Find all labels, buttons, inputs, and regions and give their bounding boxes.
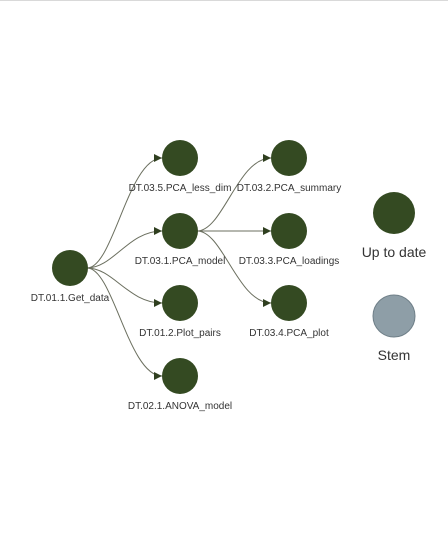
node-pca_less_dim[interactable]: DT.03.5.PCA_less_dim [129, 140, 232, 194]
edge-get_data-to-anova_model [87, 267, 163, 380]
node-label-pca_loadings: DT.03.3.PCA_loadings [239, 256, 340, 267]
node-label-pca_model: DT.03.1.PCA_model [135, 256, 226, 267]
node-circle-pca_summary[interactable] [271, 140, 307, 176]
edge-pca_model-to-pca_plot [197, 230, 272, 307]
node-pca_summary[interactable]: DT.03.2.PCA_summary [237, 140, 341, 194]
edge-get_data-to-pca_model [87, 227, 163, 269]
legend-label-up-to-date: Up to date [362, 244, 427, 260]
node-circle-anova_model[interactable] [162, 358, 198, 394]
node-circle-plot_pairs[interactable] [162, 285, 198, 321]
edges-layer [87, 154, 272, 380]
edge-pca_model-to-pca_summary [197, 154, 272, 232]
node-circle-get_data[interactable] [52, 250, 88, 286]
edge-get_data-to-plot_pairs [87, 267, 163, 307]
node-circle-pca_loadings[interactable] [271, 213, 307, 249]
node-pca_model[interactable]: DT.03.1.PCA_model [135, 213, 226, 267]
legend-item-up-to-date: Up to date [362, 192, 427, 260]
node-plot_pairs[interactable]: DT.01.2.Plot_pairs [139, 285, 221, 339]
node-circle-pca_plot[interactable] [271, 285, 307, 321]
node-label-plot_pairs: DT.01.2.Plot_pairs [139, 328, 221, 339]
node-pca_plot[interactable]: DT.03.4.PCA_plot [249, 285, 329, 339]
legend-swatch-up-to-date [373, 192, 415, 234]
node-label-get_data: DT.01.1.Get_data [31, 293, 110, 304]
legend-swatch-stem [372, 294, 416, 338]
node-get_data[interactable]: DT.01.1.Get_data [31, 250, 110, 304]
legend-item-stem: Stem [372, 294, 416, 363]
node-anova_model[interactable]: DT.02.1.ANOVA_model [128, 358, 232, 412]
node-circle-pca_less_dim[interactable] [162, 140, 198, 176]
edge-get_data-to-pca_less_dim [87, 154, 163, 269]
top-border [0, 0, 448, 1]
node-label-pca_summary: DT.03.2.PCA_summary [237, 183, 341, 194]
node-circle-pca_model[interactable] [162, 213, 198, 249]
legend-label-stem: Stem [378, 347, 411, 363]
nodes-layer: DT.01.1.Get_dataDT.03.5.PCA_less_dimDT.0… [31, 140, 341, 412]
node-label-anova_model: DT.02.1.ANOVA_model [128, 401, 232, 412]
node-pca_loadings[interactable]: DT.03.3.PCA_loadings [239, 213, 340, 267]
node-label-pca_plot: DT.03.4.PCA_plot [249, 328, 329, 339]
node-label-pca_less_dim: DT.03.5.PCA_less_dim [129, 183, 232, 194]
